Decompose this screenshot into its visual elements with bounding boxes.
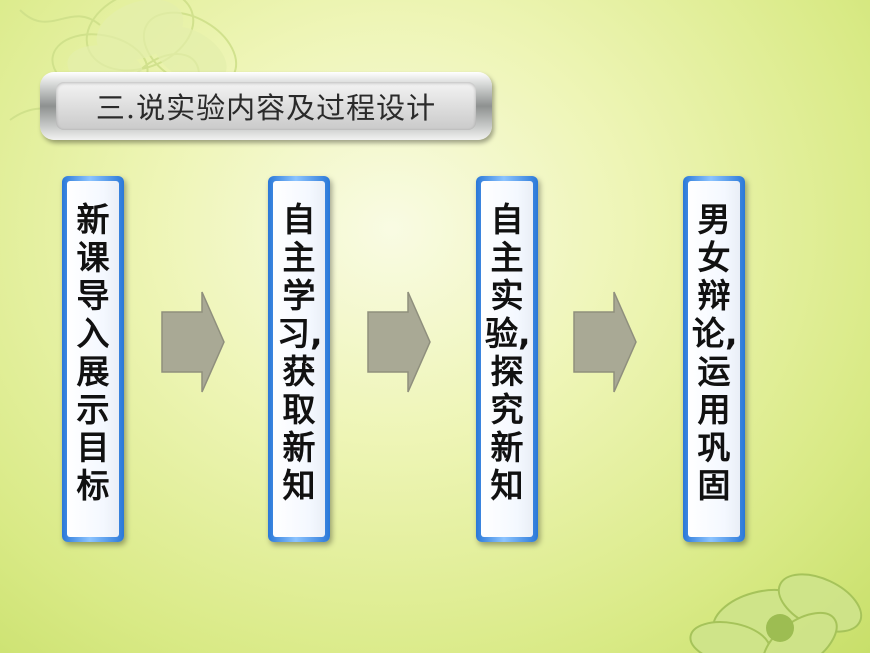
step-1-label: 新课导入 展示目标 [76,200,143,505]
flower-decoration-bottom-icon [689,573,863,653]
step-4-label: 男女辩论,运用巩固 [692,200,738,505]
arrow-right-icon [367,291,431,393]
step-4-box: 男女辩论,运用巩固 [683,176,745,542]
step-3-box: 自主实验,探究新知 [476,176,538,542]
page-title: 三.说实验内容及过程设计 [95,91,437,125]
arrow-right-icon [573,291,637,393]
step-2-label: 自主学习,获取新知 [277,200,323,505]
step-3-label: 自主实验,探究新知 [485,200,531,505]
step-1-box: 新课导入 展示目标 [62,176,143,542]
step-2-box: 自主学习,获取新知 [268,176,330,542]
arrow-right-icon [161,291,225,393]
title-banner: 三.说实验内容及过程设计 [40,72,492,140]
